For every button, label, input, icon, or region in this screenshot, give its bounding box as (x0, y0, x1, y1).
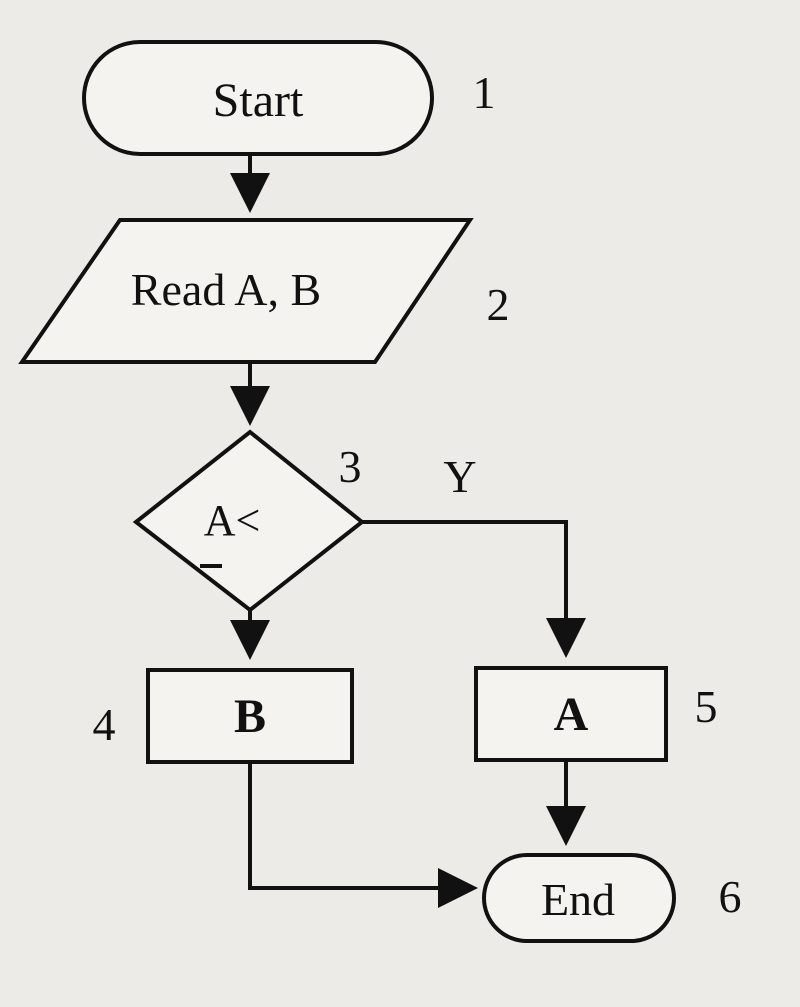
end-label: End (541, 874, 615, 925)
step-number-4: 4 (93, 699, 116, 750)
step-number-5: 5 (695, 681, 718, 732)
step-number-3: 3 (339, 441, 362, 492)
arrow-decision-yes-to-a (362, 520, 586, 658)
step-number-2: 2 (487, 279, 510, 330)
start-terminator (82, 40, 434, 156)
input-parallelogram (18, 218, 474, 364)
step-number-1: 1 (473, 67, 496, 118)
start-label: Start (213, 74, 304, 127)
box-b-label: B (234, 690, 266, 743)
arrow-b-to-end (248, 762, 478, 908)
yes-branch-label: Y (443, 451, 476, 502)
box-a-label: A (554, 688, 589, 741)
process-box-b (146, 668, 354, 764)
end-terminator (482, 853, 676, 943)
step-number-6: 6 (719, 871, 742, 922)
decision-label: A< (204, 496, 261, 545)
process-box-a (474, 666, 668, 762)
input-label: Read A, B (131, 264, 321, 315)
